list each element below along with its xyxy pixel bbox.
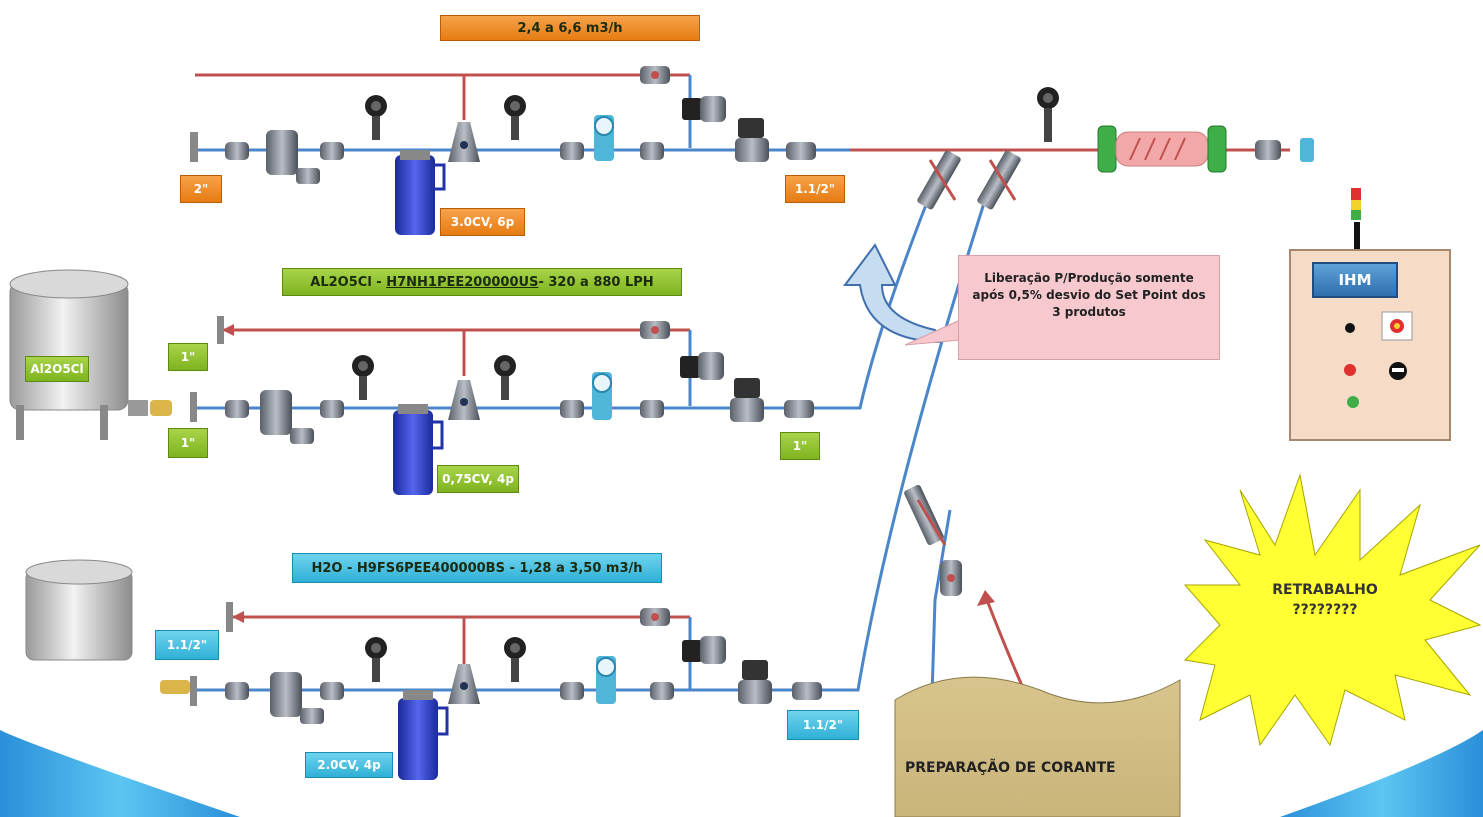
line1-valve-2 xyxy=(320,142,344,160)
line3-filter-cone xyxy=(448,664,480,704)
line3-flowmeter xyxy=(596,656,616,704)
final-flowmeter xyxy=(1300,138,1314,162)
line3-pressure-gauge-1 xyxy=(365,637,387,682)
line1-actuated-valve xyxy=(735,118,769,162)
line3-valve-2 xyxy=(320,682,344,700)
line1-check-valve-top xyxy=(682,96,726,122)
ihm-cabinet xyxy=(1289,188,1451,441)
line3-return-valve xyxy=(640,608,670,626)
line3-pump-motor xyxy=(398,690,449,780)
line2-tank-label: Al2O5Cl xyxy=(25,356,89,382)
line3-valve-3 xyxy=(560,682,584,700)
line2-header-code: H7NH1PEE200000US xyxy=(386,274,539,290)
line2-pressure-gauge-1 xyxy=(352,355,374,400)
line2-return-size: 1" xyxy=(168,343,208,371)
line2-filter-cone xyxy=(448,380,480,420)
line2-flowmeter xyxy=(592,372,612,420)
line2-outlet-size: 1" xyxy=(780,432,820,460)
line1-pressure-gauge-2 xyxy=(504,95,526,140)
injection-valve-2 xyxy=(977,150,1021,210)
line3-tank xyxy=(25,559,190,694)
line1-pump-label: 3.0CV, 6p xyxy=(440,208,525,236)
line2-pump-motor xyxy=(393,404,444,495)
line2-pump-label: 0,75CV, 4p xyxy=(437,465,519,493)
retrabalho-line2: ???????? xyxy=(1292,602,1358,618)
line3-valve-1 xyxy=(225,682,249,700)
line3-outlet-valve xyxy=(792,682,822,700)
ihm-display[interactable]: IHM xyxy=(1312,262,1398,298)
line3-pump-label: 2.0CV, 4p xyxy=(305,752,393,778)
line2-actuated-valve xyxy=(730,378,764,422)
line1-inlet-size: 2" xyxy=(180,175,222,203)
retrabalho-line1: RETRABALHO xyxy=(1272,582,1378,598)
line2-tank xyxy=(9,269,172,440)
dye-preparation-shape xyxy=(894,676,1181,817)
line1-return-valve xyxy=(640,66,670,84)
line1-inlet-flange xyxy=(190,132,198,162)
line1-valve-3 xyxy=(560,142,584,160)
line2-return-valve xyxy=(640,321,670,339)
line2-valve-2 xyxy=(320,400,344,418)
line3-pressure-gauge-2 xyxy=(504,637,526,682)
line2-inlet-flange xyxy=(190,392,197,422)
line1-valve-4 xyxy=(640,142,664,160)
line3-inlet-flange xyxy=(190,676,197,706)
line2-return-flange xyxy=(217,316,224,344)
line2-header-prefix: AL2O5Cl - xyxy=(310,274,382,290)
line2-header-suffix: - 320 a 880 LPH xyxy=(538,274,654,290)
line3-strainer xyxy=(270,672,324,724)
line2-valve-4 xyxy=(640,400,664,418)
injection-valve-1 xyxy=(917,150,961,210)
main-pressure-gauge xyxy=(1037,87,1059,142)
dye-preparation-label: PREPARAÇÃO DE CORANTE xyxy=(905,760,1116,776)
line1-outlet-size: 1.1/2" xyxy=(785,175,845,203)
release-note: Liberação P/Produção somente após 0,5% d… xyxy=(958,255,1220,360)
release-curved-arrow xyxy=(843,243,942,344)
line2-outlet-valve xyxy=(784,400,814,418)
line2-check-valve-top xyxy=(680,352,724,380)
line1-filter-cone xyxy=(448,122,480,162)
retrabalho-text: RETRABALHO ???????? xyxy=(1250,580,1400,620)
dye-valve xyxy=(940,560,962,596)
line1-header: 2,4 a 6,6 m3/h xyxy=(440,15,700,41)
bottom-wave xyxy=(0,730,1483,817)
line1-pump-motor xyxy=(395,150,446,235)
line1-strainer xyxy=(266,130,320,184)
line2-pressure-gauge-2 xyxy=(494,355,516,400)
line3-return-flange xyxy=(226,602,233,632)
line3-outlet-size: 1.1/2" xyxy=(787,710,859,740)
line1-pressure-gauge-1 xyxy=(365,95,387,140)
line1-valve-1 xyxy=(225,142,249,160)
line2-valve-1 xyxy=(225,400,249,418)
static-mixer xyxy=(1097,125,1227,173)
line1-flowmeter xyxy=(594,115,614,161)
line2-strainer xyxy=(260,390,314,444)
final-valve xyxy=(1255,140,1281,160)
line3-valve-4 xyxy=(650,682,674,700)
line3-return-size: 1.1/2" xyxy=(155,630,219,660)
line2-header: AL2O5Cl - H7NH1PEE200000US - 320 a 880 L… xyxy=(282,268,682,296)
retrabalho-starburst xyxy=(1183,473,1482,747)
injection-valve-3 xyxy=(904,484,947,546)
line2-valve-3 xyxy=(560,400,584,418)
line3-actuated-valve xyxy=(738,660,772,704)
line2-inlet-size: 1" xyxy=(168,428,208,458)
line3-header: H2O - H9FS6PEE400000BS - 1,28 a 3,50 m3/… xyxy=(292,553,662,583)
line3-check-valve-top xyxy=(682,636,726,664)
line1-outlet-valve xyxy=(786,142,816,160)
